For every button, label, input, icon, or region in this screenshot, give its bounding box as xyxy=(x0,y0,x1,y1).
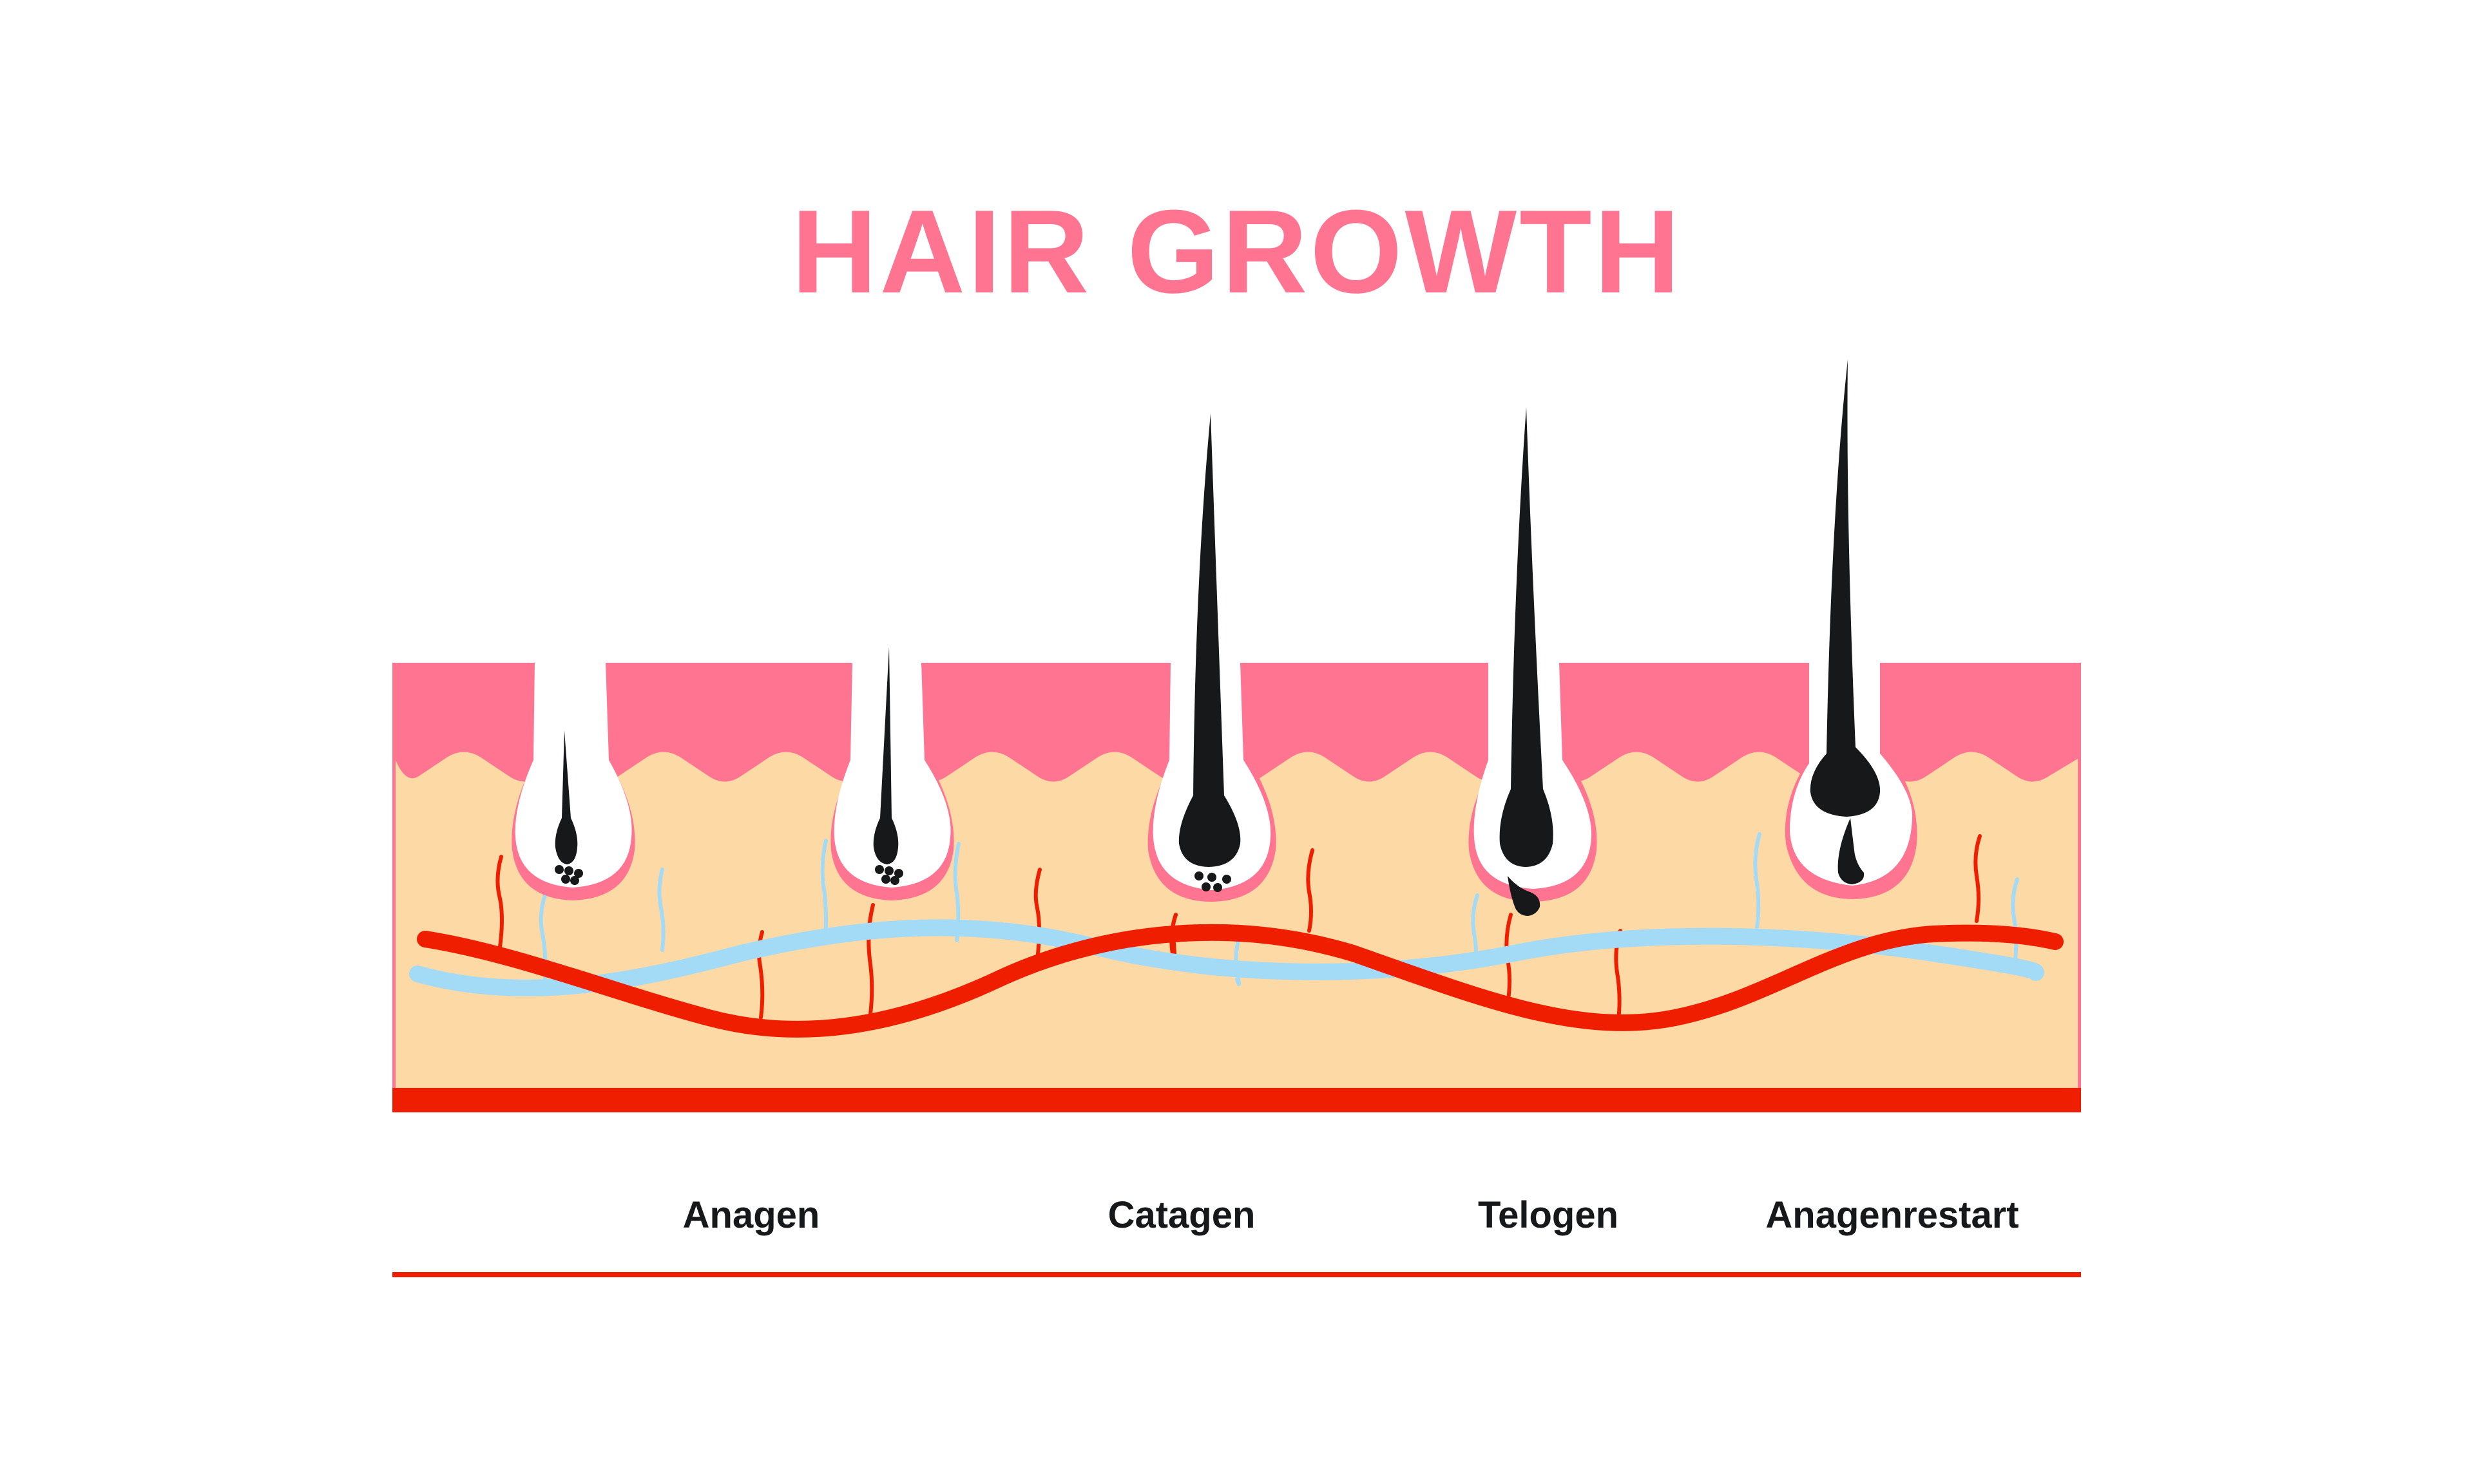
dermal-papilla-dots xyxy=(1194,871,1231,892)
skin-left-border xyxy=(392,663,396,1088)
base-band xyxy=(392,1088,2081,1112)
follicle-3 xyxy=(1147,414,1276,902)
new-hair-growth xyxy=(1837,818,1865,884)
hair-shaft xyxy=(555,730,578,864)
stage-label-anagenrestart: Anagenrestart xyxy=(1765,1194,2019,1236)
follicle-4 xyxy=(1468,407,1597,916)
hair-bulb-detached xyxy=(1508,876,1540,916)
follicle-2 xyxy=(830,647,954,900)
hair-shaft xyxy=(873,647,899,864)
hair-shaft xyxy=(1178,414,1241,867)
stage-label-telogen: Telogen xyxy=(1477,1194,1619,1236)
artery xyxy=(417,924,2064,1038)
stage-label-catagen: Catagen xyxy=(1108,1194,1256,1236)
dermal-papilla-dots xyxy=(555,865,583,885)
follicle-5 xyxy=(1785,359,1917,899)
hair-shaft xyxy=(1810,359,1881,817)
follicle-sheath xyxy=(515,663,632,888)
page-title: HAIR GROWTH xyxy=(791,185,1683,318)
follicle-1 xyxy=(512,663,635,900)
skin-right-border xyxy=(2078,663,2081,1088)
timeline-divider xyxy=(392,1272,2081,1277)
stage-label-anagen: Anagen xyxy=(682,1194,820,1236)
dermal-papilla-dots xyxy=(875,865,903,885)
follicle-sheath xyxy=(834,663,951,888)
hair-shaft xyxy=(1499,407,1553,867)
